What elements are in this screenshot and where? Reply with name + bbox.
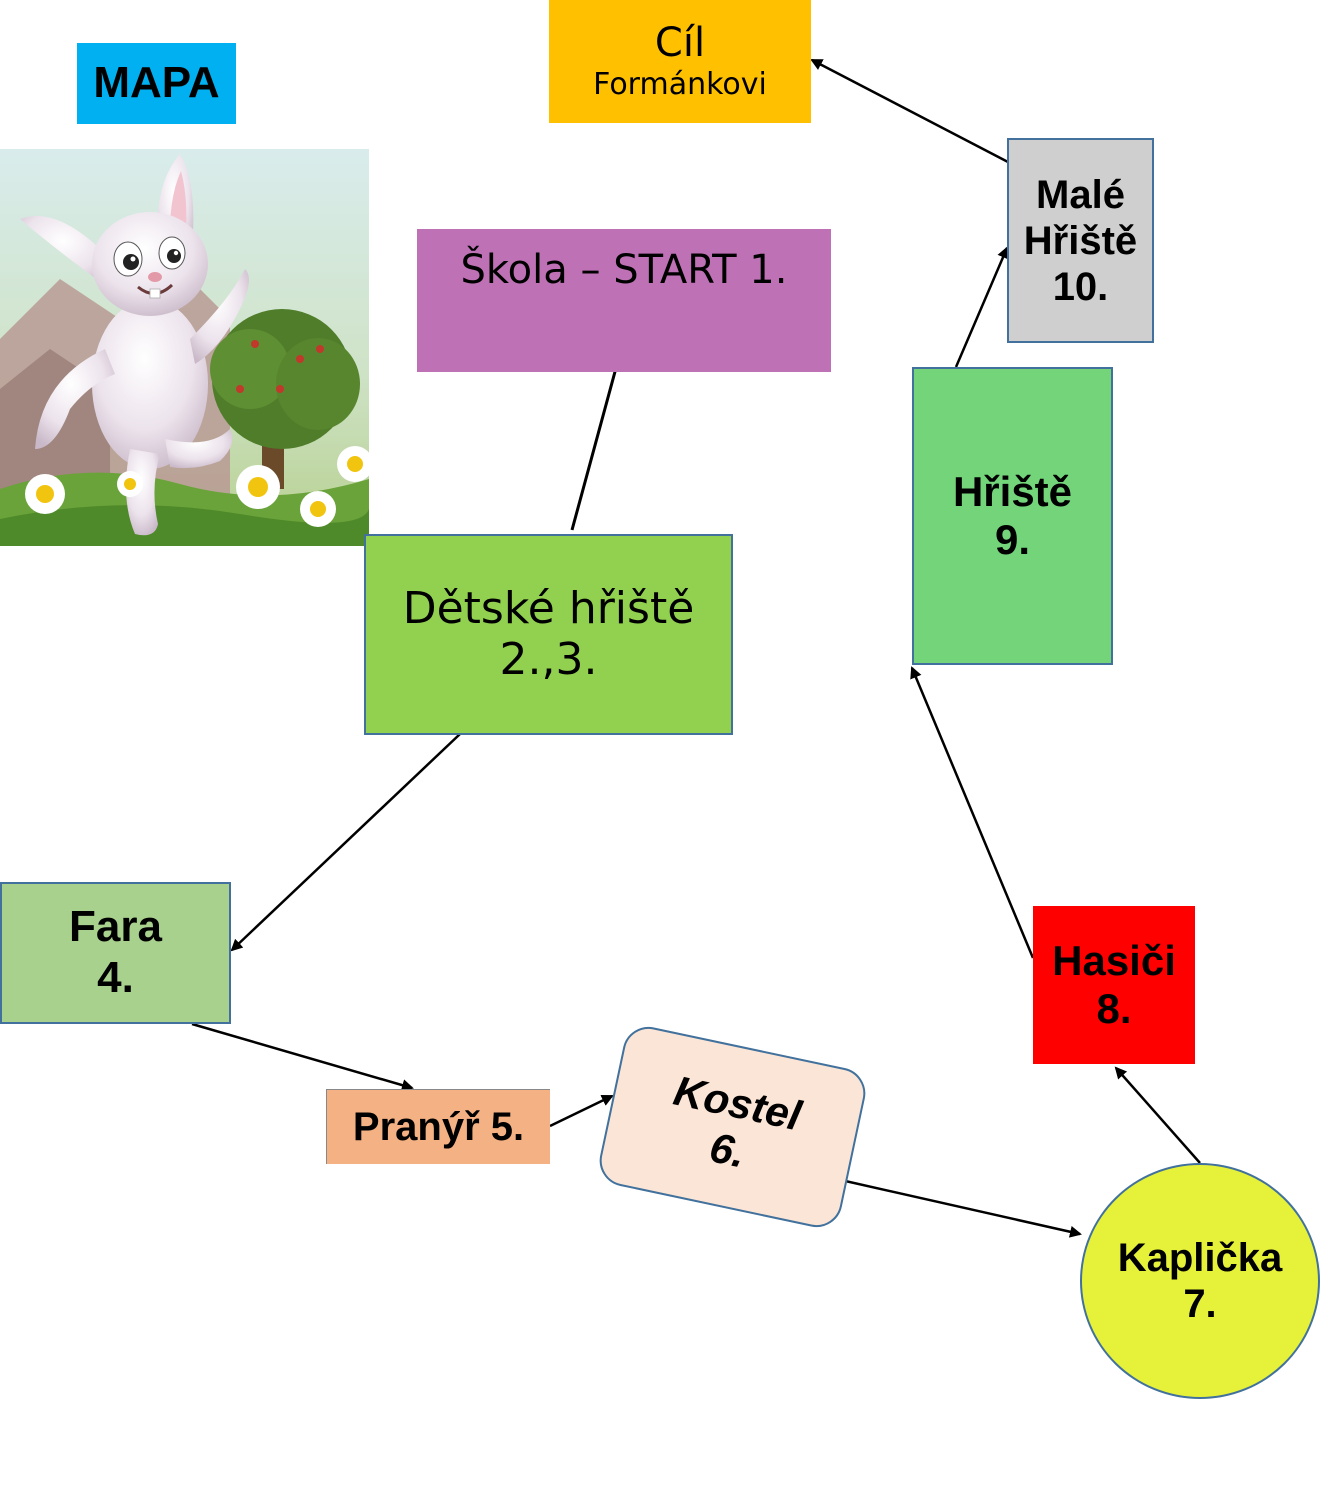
- edge-hriste-male: [954, 246, 1009, 368]
- kostel-number: 6.: [705, 1123, 750, 1177]
- male-label-1: Malé: [1036, 172, 1125, 217]
- daisy-flowers: [25, 446, 369, 527]
- detske-label: Dětské hřiště: [402, 582, 695, 634]
- male-number: 10.: [1052, 264, 1109, 309]
- node-hriste: Hřiště 9.: [912, 367, 1113, 665]
- goal-sublabel: Formánkovi: [593, 67, 767, 103]
- edge-hasici-hriste: [910, 666, 1035, 959]
- node-fara: Fara 4.: [0, 882, 231, 1024]
- hasici-number: 8.: [1096, 985, 1132, 1032]
- goal-label: Cíl: [654, 20, 706, 67]
- hasici-label: Hasiči: [1052, 936, 1176, 984]
- fara-label: Fara: [69, 902, 162, 952]
- detske-number: 2.,3.: [499, 633, 598, 685]
- kaplicka-label: Kaplička: [1117, 1236, 1283, 1280]
- start-label: Škola – START 1.: [460, 247, 788, 293]
- edge-kaplicka-hasici: [1114, 1066, 1201, 1164]
- bunny-illustration: [0, 149, 369, 546]
- node-pranyr: Pranýř 5.: [326, 1089, 550, 1164]
- edge-fara-pranyr: [191, 1022, 414, 1091]
- edge-pranyr-kostel: [549, 1094, 614, 1128]
- pranyr-label: Pranýř 5.: [352, 1105, 525, 1149]
- edge-start-detske: [570, 367, 618, 531]
- node-start: Škola – START 1.: [417, 229, 831, 372]
- bunny-picture: [0, 149, 369, 546]
- fara-number: 4.: [97, 953, 134, 1002]
- node-kaplicka: Kaplička 7.: [1080, 1163, 1320, 1399]
- edge-detske-fara: [230, 733, 461, 952]
- node-detske-hriste: Dětské hřiště 2.,3.: [364, 534, 733, 735]
- kaplicka-number: 7.: [1183, 1282, 1217, 1326]
- node-male-hriste: Malé Hřiště 10.: [1007, 138, 1154, 343]
- edge-kostel-kaplicka: [831, 1176, 1082, 1238]
- node-hasici: Hasiči 8.: [1033, 906, 1195, 1064]
- hriste-number: 9.: [994, 516, 1031, 563]
- edge-male-goal: [810, 58, 1009, 164]
- map-title: MAPA: [93, 58, 220, 108]
- node-goal: Cíl Formánkovi: [549, 0, 811, 123]
- map-title-badge: MAPA: [77, 43, 236, 124]
- male-label-2: Hřiště: [1023, 218, 1138, 263]
- hriste-label: Hřiště: [952, 467, 1073, 515]
